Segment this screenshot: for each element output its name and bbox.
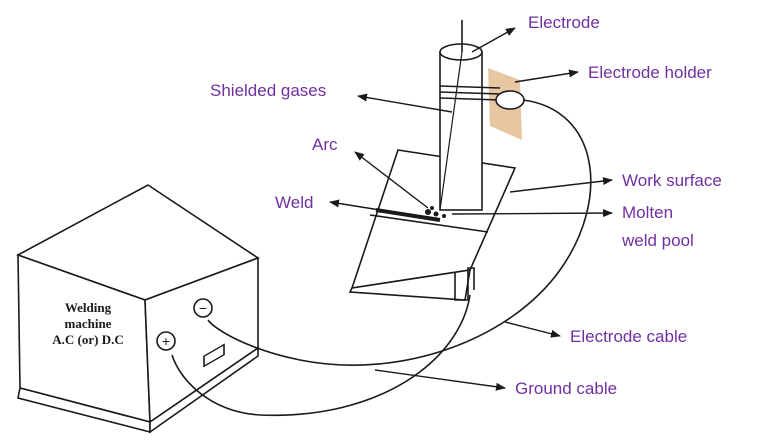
label-electrode-holder: Electrode holder xyxy=(588,63,712,82)
machine-foot xyxy=(203,343,225,368)
arrow-ground-cable xyxy=(374,369,506,391)
nozzle-body xyxy=(439,51,483,211)
label-molten-line2: weld pool xyxy=(622,231,694,250)
arrow-arc xyxy=(354,151,429,209)
holder-clamp xyxy=(439,85,501,101)
minus-terminal xyxy=(193,298,213,318)
ground-clamp xyxy=(454,267,475,301)
arrow-electrode-cable xyxy=(504,321,561,338)
electrode-inner xyxy=(439,51,463,211)
machine-label-line3: A.C (or) D.C xyxy=(52,332,123,347)
gas-nozzle xyxy=(439,43,483,211)
label-work-surface: Work surface xyxy=(622,171,722,190)
holder-handle xyxy=(495,90,525,110)
electrode-cable xyxy=(207,99,592,366)
arrow-molten-weld-pool xyxy=(451,209,613,218)
arrow-electrode xyxy=(471,27,516,53)
weld-bead xyxy=(375,208,441,222)
label-electrode: Electrode xyxy=(528,13,600,32)
label-electrode-cable: Electrode cable xyxy=(570,327,688,346)
arrow-shielded-gases xyxy=(357,93,453,113)
label-ground-cable: Ground cable xyxy=(515,379,618,398)
molten-pool xyxy=(425,206,446,218)
machine-label-line2: machine xyxy=(65,316,112,331)
label-arc: Arc xyxy=(312,135,338,154)
plus-terminal xyxy=(156,331,176,351)
arrow-weld xyxy=(329,199,381,211)
arrow-work-surface xyxy=(509,177,613,193)
arrow-electrode-holder xyxy=(514,69,579,83)
machine-label-line1: Welding xyxy=(65,300,112,315)
minus-symbol: − xyxy=(199,300,207,316)
plus-symbol: + xyxy=(162,333,170,349)
label-shielded-gases: Shielded gases xyxy=(210,81,327,100)
welding-machine xyxy=(16,184,260,434)
label-molten-line1: Molten xyxy=(622,203,674,222)
work-plate xyxy=(348,149,517,301)
ground-cable xyxy=(171,294,471,417)
label-weld: Weld xyxy=(275,193,314,212)
machine-base-side xyxy=(149,346,259,434)
plate-seam xyxy=(369,214,489,233)
